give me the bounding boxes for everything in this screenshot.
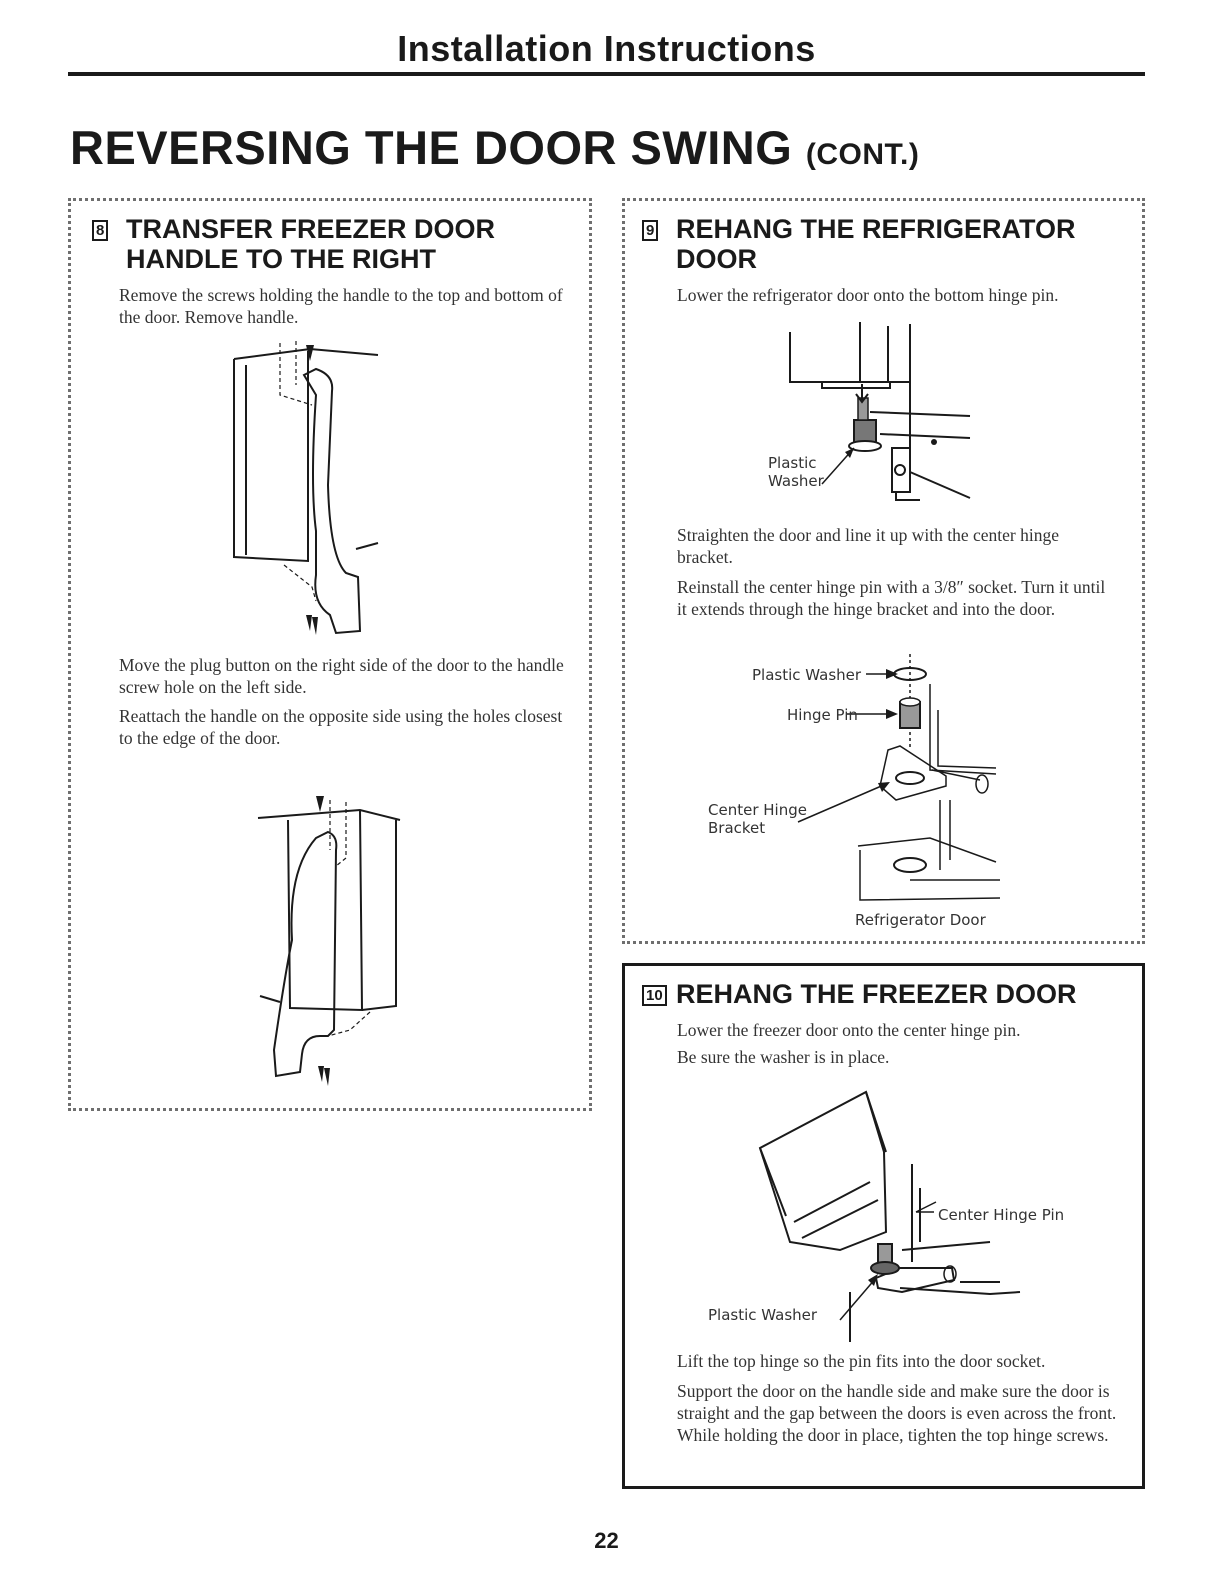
step10-paragraph-2: Be sure the washer is in place. (677, 1047, 890, 1067)
step8-figure-remove-handle (233, 341, 379, 635)
step9-title-line1: REHANG THE REFRIGERATOR (676, 214, 1076, 244)
step10-number: 10 (642, 985, 667, 1006)
page-heading-suffix: (CONT.) (805, 138, 920, 171)
step9-paragraph-3: Reinstall the center hinge pin with a 3/… (677, 577, 1106, 619)
step8-paragraph-1: Remove the screws holding the handle to … (119, 285, 563, 327)
step9-figure1-label-line1: Plastic (768, 454, 817, 472)
page-heading: REVERSING THE DOOR SWING (CONT.) (70, 120, 919, 175)
step8-figure-reattach-handle (257, 796, 401, 1086)
step10-plastic-washer-label: Plastic Washer (708, 1306, 818, 1324)
step10-paragraph-3: Lift the top hinge so the pin fits into … (677, 1351, 1046, 1371)
step8-number: 8 (92, 220, 109, 241)
step8-paragraph-3: Reattach the handle on the opposite side… (119, 706, 563, 748)
step8-heading: 8 TRANSFER FREEZER DOOR HANDLE TO THE RI… (92, 214, 582, 274)
step9-panel (622, 198, 1145, 944)
header-rule (68, 72, 1145, 76)
step9-number: 9 (642, 220, 659, 241)
step10-paragraph-1: Lower the freezer door onto the center h… (677, 1020, 1021, 1040)
page-heading-text: REVERSING THE DOOR SWING (70, 121, 793, 174)
step8-title-line1: TRANSFER FREEZER DOOR (126, 214, 496, 244)
step10-heading: 10 REHANG THE FREEZER DOOR (642, 979, 1137, 1009)
step9-figure2-plastic-washer-label: Plastic Washer (752, 666, 862, 684)
header-title: Installation Instructions (397, 28, 816, 69)
step9-figure-center-hinge: Plastic Washer Hinge Pin Center Hinge Br… (708, 654, 1001, 929)
step10-figure-freezer-hinge: Center Hinge Pin Plastic Washer (708, 1090, 1064, 1342)
step9-heading: 9 REHANG THE REFRIGERATOR DOOR (642, 214, 1137, 274)
step9-figure2-center-hinge-label-line1: Center Hinge (708, 801, 807, 819)
step9-figure-bottom-hinge: Plastic Washer (768, 322, 971, 501)
page-number: 22 (594, 1528, 619, 1553)
step10-panel (622, 963, 1145, 1489)
step8-paragraph-2: Move the plug button on the right side o… (119, 655, 564, 697)
step10-paragraph-4: Support the door on the handle side and … (677, 1381, 1117, 1445)
step9-figure2-refrigerator-door-label: Refrigerator Door (855, 911, 987, 929)
step9-figure2-center-hinge-label-line2: Bracket (708, 819, 765, 837)
step9-figure1-label-line2: Washer (768, 472, 825, 490)
step10-center-hinge-pin-label: Center Hinge Pin (938, 1206, 1064, 1224)
step9-title-line2: DOOR (676, 244, 757, 274)
step9-paragraph-1: Lower the refrigerator door onto the bot… (677, 285, 1059, 305)
step9-paragraph-2: Straighten the door and line it up with … (677, 525, 1059, 567)
step9-figure2-hinge-pin-label: Hinge Pin (787, 706, 858, 724)
step10-title: REHANG THE FREEZER DOOR (676, 979, 1077, 1009)
step8-panel (68, 198, 592, 1111)
step8-title-line2: HANDLE TO THE RIGHT (126, 244, 436, 274)
